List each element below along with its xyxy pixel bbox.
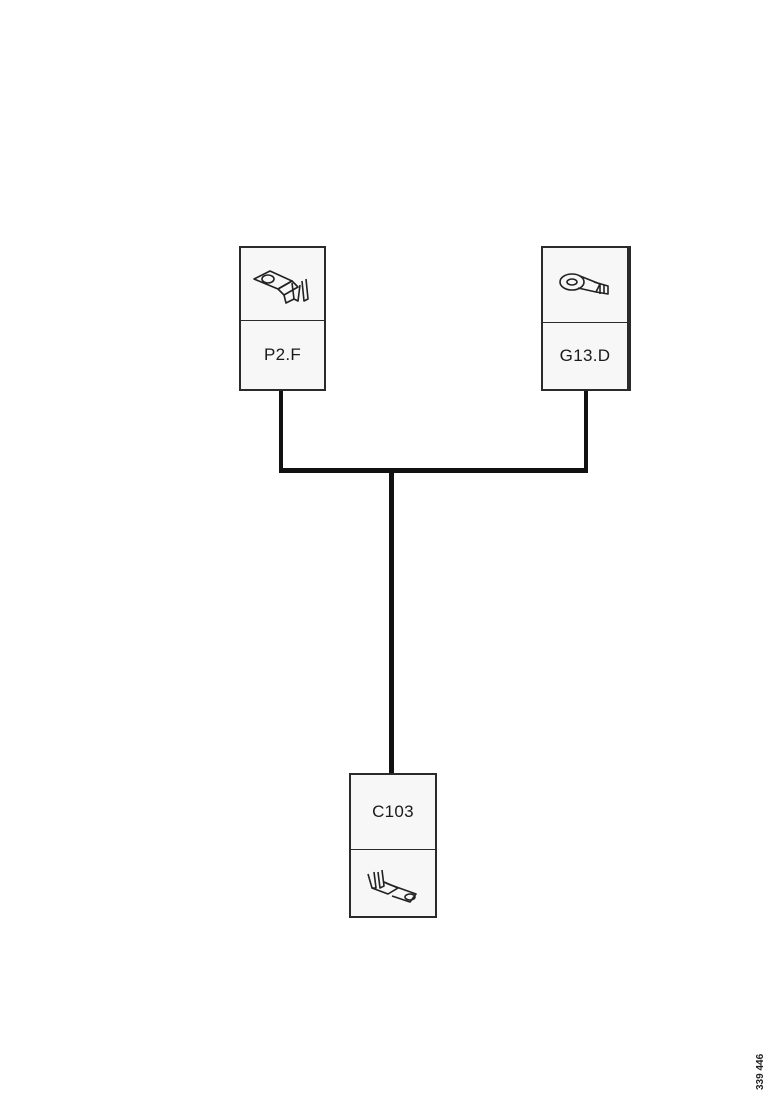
wire-g13d-vertical [584,390,588,472]
connector-c103-icon-cell [351,849,435,916]
connector-c103-label-cell: C103 [351,775,435,849]
terminal-pin-icon [252,270,309,304]
connector-p2f-label-cell: P2.F [241,320,324,389]
connector-c103[interactable]: C103 [349,773,437,918]
connector-p2f-divider [241,320,324,321]
ring-terminal-icon [559,273,609,295]
connector-g13d-label: G13.D [559,345,611,365]
wire-p2f-vertical [279,390,283,472]
connector-g13d-divider [543,322,627,323]
connector-g13d-label-cell: G13.D [543,322,627,389]
reference-number: 339 446 [755,1053,766,1090]
wire-junction-horizontal [279,468,588,473]
connector-g13d-icon-cell [543,248,627,322]
connector-g13d[interactable]: G13.D [541,246,631,391]
connector-p2f[interactable]: P2.F [239,246,326,391]
connector-c103-divider [351,849,435,850]
terminal-pin-icon [367,869,417,903]
connector-p2f-icon-cell [241,248,324,320]
wire-c103-trunk [389,470,394,775]
connector-c103-label: C103 [372,802,414,821]
connector-p2f-label: P2.F [263,344,302,364]
